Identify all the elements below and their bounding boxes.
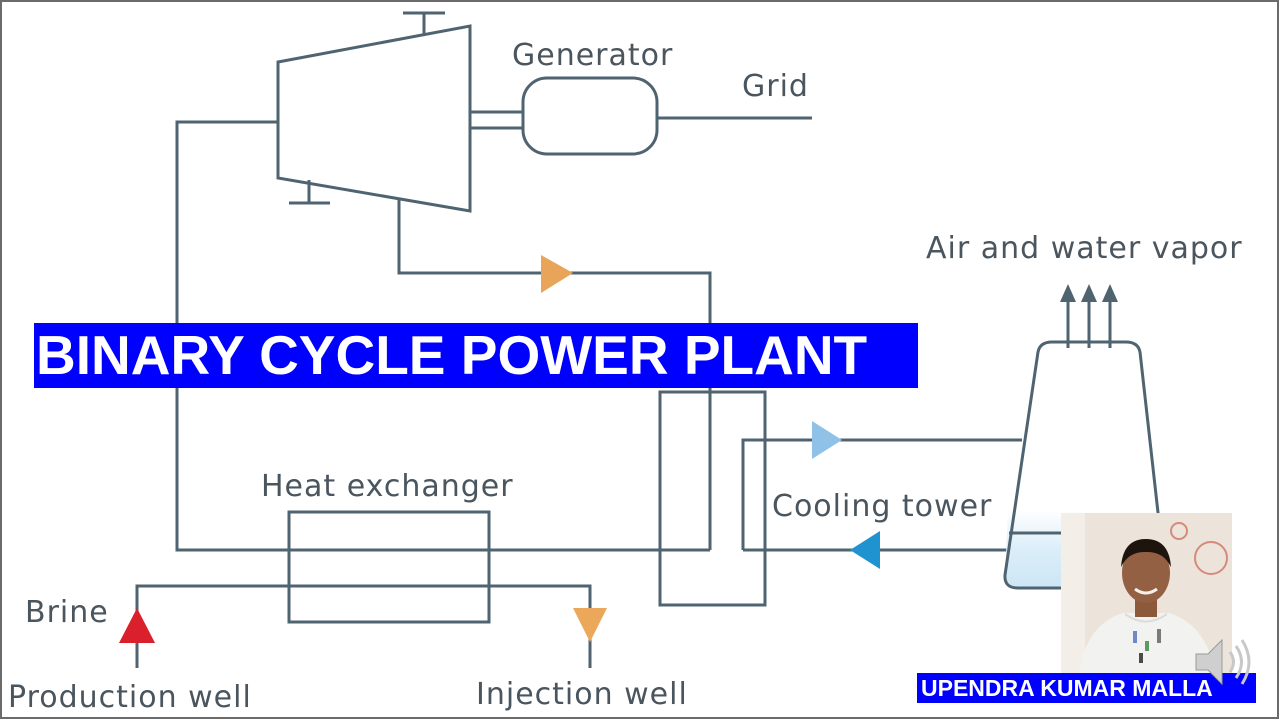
flow-arrow-icon <box>850 531 880 569</box>
brine-pipe <box>135 584 592 668</box>
condenser-box <box>658 390 767 607</box>
title-banner: BINARY CYCLE POWER PLANT <box>34 323 918 388</box>
injection-well-label: Injection well <box>476 677 688 712</box>
production-well-label: Production well <box>8 680 252 715</box>
flow-arrow-icon <box>541 255 573 293</box>
up-arrow-icon <box>1060 284 1118 348</box>
presenter-name: UPENDRA KUMAR MALLA <box>917 673 1256 703</box>
injection-arrow-icon <box>573 608 607 642</box>
cooling-supply-pipe <box>741 438 1022 550</box>
heat-exchanger-box <box>287 510 491 624</box>
air-vapor-label: Air and water vapor <box>926 231 1243 266</box>
presenter-photo <box>1061 513 1232 673</box>
cooling-tower-label: Cooling tower <box>772 489 992 524</box>
grid-label: Grid <box>742 69 809 104</box>
flow-arrow-icon <box>812 421 842 459</box>
speaker-icon[interactable] <box>1190 632 1256 692</box>
heat-exchanger-label: Heat exchanger <box>261 469 514 504</box>
generator-label: Generator <box>512 38 673 73</box>
brine-arrow-icon <box>119 608 155 643</box>
turbine <box>276 11 472 213</box>
brine-label: Brine <box>25 595 109 630</box>
generator-box <box>521 76 659 156</box>
